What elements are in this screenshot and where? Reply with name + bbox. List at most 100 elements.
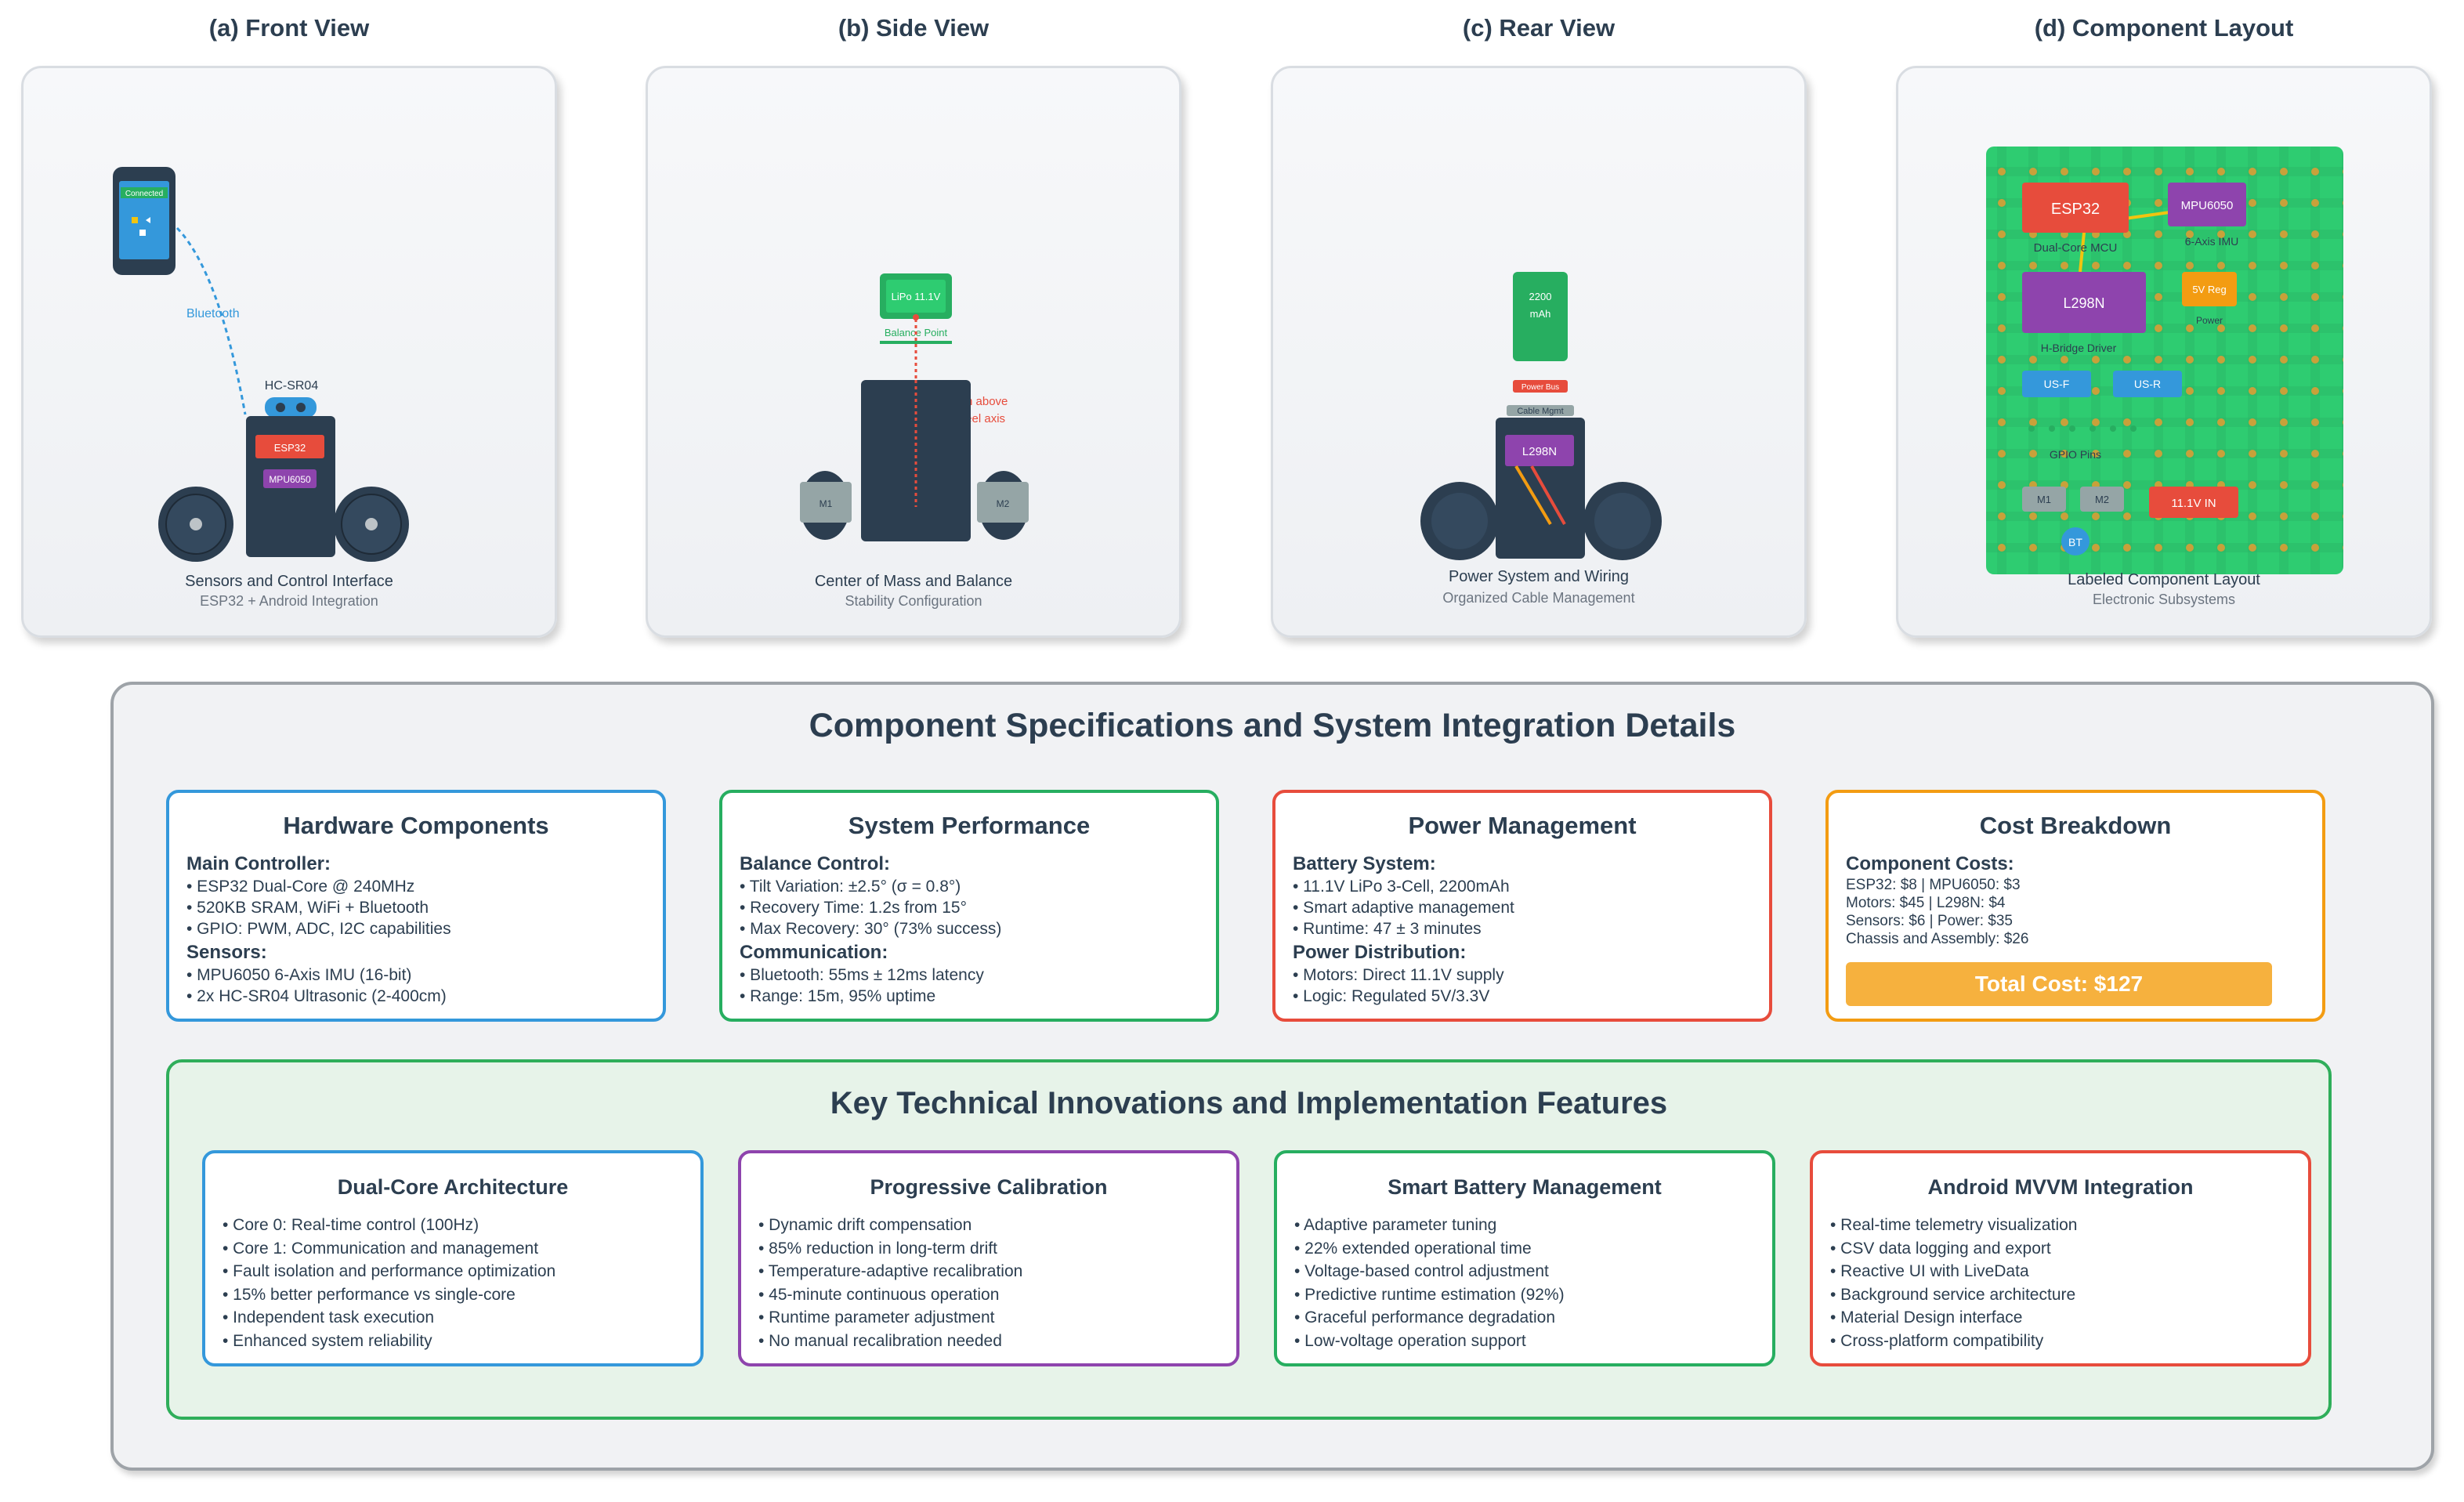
power-bus [1513, 380, 1568, 393]
progressive-calibration-card: Progressive Calibration • Dynamic drift … [738, 1150, 1239, 1366]
innovation-line: • Reactive UI with LiveData [1830, 1262, 2029, 1280]
ultrasonic-eye-right [296, 403, 306, 412]
innovation-line: • Dynamic drift compensation [758, 1216, 972, 1234]
total-cost-badge: Total Cost: $127 [1846, 962, 2272, 1006]
rear-view-title: (c) Rear View [1462, 14, 1616, 42]
spec-line: • Runtime: 47 ± 3 minutes [1293, 920, 1482, 938]
section-heading: Battery System: [1293, 853, 1436, 874]
hardware-components-card: Hardware Components Main Controller: • E… [166, 790, 666, 1022]
motor-m1 [800, 482, 852, 523]
spec-line: • Range: 15m, 95% uptime [740, 987, 936, 1005]
pcb-l298n [2022, 272, 2146, 333]
mpu6050-board [263, 469, 317, 488]
innovation-title: Smart Battery Management [1388, 1175, 1662, 1199]
layout-view-title: (d) Component Layout [2034, 14, 2294, 42]
spec-line: • Max Recovery: 30° (73% success) [740, 920, 1002, 938]
spec-line: • Tilt Variation: ±2.5° (σ = 0.8°) [740, 878, 961, 896]
spec-line: • Recovery Time: 1.2s from 15° [740, 899, 968, 917]
smart-battery-management-card: Smart Battery Management • Adaptive para… [1274, 1150, 1775, 1366]
phone-left-icon [146, 217, 150, 223]
section-heading: Sensors: [186, 942, 267, 963]
innovations-heading: Key Technical Innovations and Implementa… [830, 1086, 1668, 1120]
pcb-5v-reg-label: 5V Reg [2192, 284, 2226, 295]
rear-view-illustration: 2200 mAh Power Bus Cable Mgmt L298N [1420, 272, 1662, 560]
cable-management [1507, 405, 1574, 416]
pcb-gpio-header [2028, 425, 2137, 432]
innovation-line: • Material Design interface [1830, 1308, 2023, 1326]
spec-line: • Motors: Direct 11.1V supply [1293, 966, 1504, 984]
card-title: Hardware Components [283, 812, 549, 839]
innovation-line: • 22% extended operational time [1294, 1239, 1532, 1258]
pcb-esp32-sub: Dual-Core MCU [2034, 241, 2118, 255]
spec-line: • Smart adaptive management [1293, 899, 1514, 917]
front-view-caption: Sensors and Control Interface [185, 573, 393, 590]
innovation-title: Android MVVM Integration [1927, 1175, 2194, 1199]
cost-line: Chassis and Assembly: $26 [1846, 931, 2029, 947]
layout-view-panel: ESP32 Dual-Core MCU MPU6050 6-Axis IMU L… [1896, 66, 2432, 638]
spec-line: • Bluetooth: 55ms ± 12ms latency [740, 966, 984, 984]
mpu6050-label: MPU6050 [269, 474, 311, 485]
side-view-illustration: LiPo 11.1V Balance Point 8cm above wheel… [800, 273, 1029, 541]
lipo-battery-label: LiPo 11.1V [892, 291, 941, 302]
pcb-mpu6050 [2168, 183, 2246, 226]
spec-line: • MPU6050 6-Axis IMU (16-bit) [186, 966, 412, 984]
innovation-line: • No manual recalibration needed [758, 1331, 1002, 1350]
battery-pack [1513, 272, 1568, 361]
innovation-line: • Enhanced system reliability [223, 1331, 432, 1350]
innovation-line: • Background service architecture [1830, 1285, 2076, 1304]
innovation-line: • Core 1: Communication and management [223, 1239, 539, 1258]
cost-line: ESP32: $8 | MPU6050: $3 [1846, 877, 2021, 893]
side-view-title: (b) Side View [838, 14, 990, 42]
pcb-layout-illustration: ESP32 Dual-Core MCU MPU6050 6-Axis IMU L… [1986, 147, 2343, 574]
power-bus-label: Power Bus [1521, 383, 1559, 392]
innovation-title: Dual-Core Architecture [337, 1175, 569, 1199]
layout-view-subcaption: Electronic Subsystems [2092, 592, 2236, 607]
battery-capacity-2: mAh [1530, 308, 1551, 320]
innovation-line: • 45-minute continuous operation [758, 1285, 1000, 1304]
esp32-label: ESP32 [274, 442, 306, 454]
layout-view-caption: Labeled Component Layout [2068, 571, 2260, 588]
phone-screen [119, 181, 169, 259]
hc-sr04-label: HC-SR04 [265, 379, 319, 393]
pcb-board [1986, 147, 2343, 574]
left-wheel-hub [190, 518, 202, 530]
phone-control-icon [132, 217, 138, 223]
card-title: System Performance [848, 812, 1091, 839]
innovation-line: • Independent task execution [223, 1308, 435, 1326]
section-heading: Balance Control: [740, 853, 891, 874]
cost-breakdown-card: Cost Breakdown Component Costs: ESP32: $… [1825, 790, 2325, 1022]
specifications-heading: Component Specifications and System Inte… [809, 707, 1736, 744]
pcb-bluetooth-icon [2061, 527, 2090, 556]
pcb-m2 [2080, 487, 2124, 512]
innovation-line: • Fault isolation and performance optimi… [223, 1262, 556, 1280]
rear-view-panel: 2200 mAh Power Bus Cable Mgmt L298N Powe… [1271, 66, 1807, 638]
card-title: Cost Breakdown [1979, 812, 2172, 839]
pcb-gpio-label: GPIO Pins [2050, 448, 2101, 461]
side-view-subcaption: Stability Configuration [845, 593, 982, 609]
innovation-line: • 15% better performance vs single-core [223, 1285, 516, 1304]
power-management-card: Power Management Battery System: • 11.1V… [1272, 790, 1772, 1022]
innovation-line: • CSV data logging and export [1830, 1239, 2051, 1258]
android-mvvm-integration-card: Android MVVM Integration • Real-time tel… [1810, 1150, 2311, 1366]
pcb-bt-label: BT [2068, 536, 2082, 548]
front-view-title: (a) Front View [208, 14, 370, 42]
pcb-l298n-label: L298N [2063, 295, 2104, 311]
card-title: Power Management [1408, 812, 1637, 839]
pcb-esp32 [2022, 183, 2129, 233]
phone-status-bar [121, 187, 168, 198]
phone-stop-icon [139, 230, 146, 236]
innovation-line: • Temperature-adaptive recalibration [758, 1262, 1023, 1280]
pcb-power-in-label: 11.1V IN [2171, 497, 2216, 510]
specifications-frame: Component Specifications and System Inte… [110, 682, 2434, 1471]
pcb-mpu6050-sub: 6-Axis IMU [2185, 235, 2238, 248]
robot-chassis-side [861, 380, 971, 541]
ultrasonic-sensor [265, 397, 317, 418]
l298n-driver [1505, 435, 1574, 466]
innovation-line: • 85% reduction in long-term drift [758, 1239, 997, 1258]
front-view-subcaption: ESP32 + Android Integration [200, 593, 378, 609]
pcb-m1-label: M1 [2037, 494, 2051, 505]
spec-line: • 2x HC-SR04 Ultrasonic (2-400cm) [186, 987, 447, 1005]
rear-view-caption: Power System and Wiring [1448, 568, 1630, 585]
section-heading: Communication: [740, 942, 888, 963]
esp32-board [255, 435, 324, 458]
